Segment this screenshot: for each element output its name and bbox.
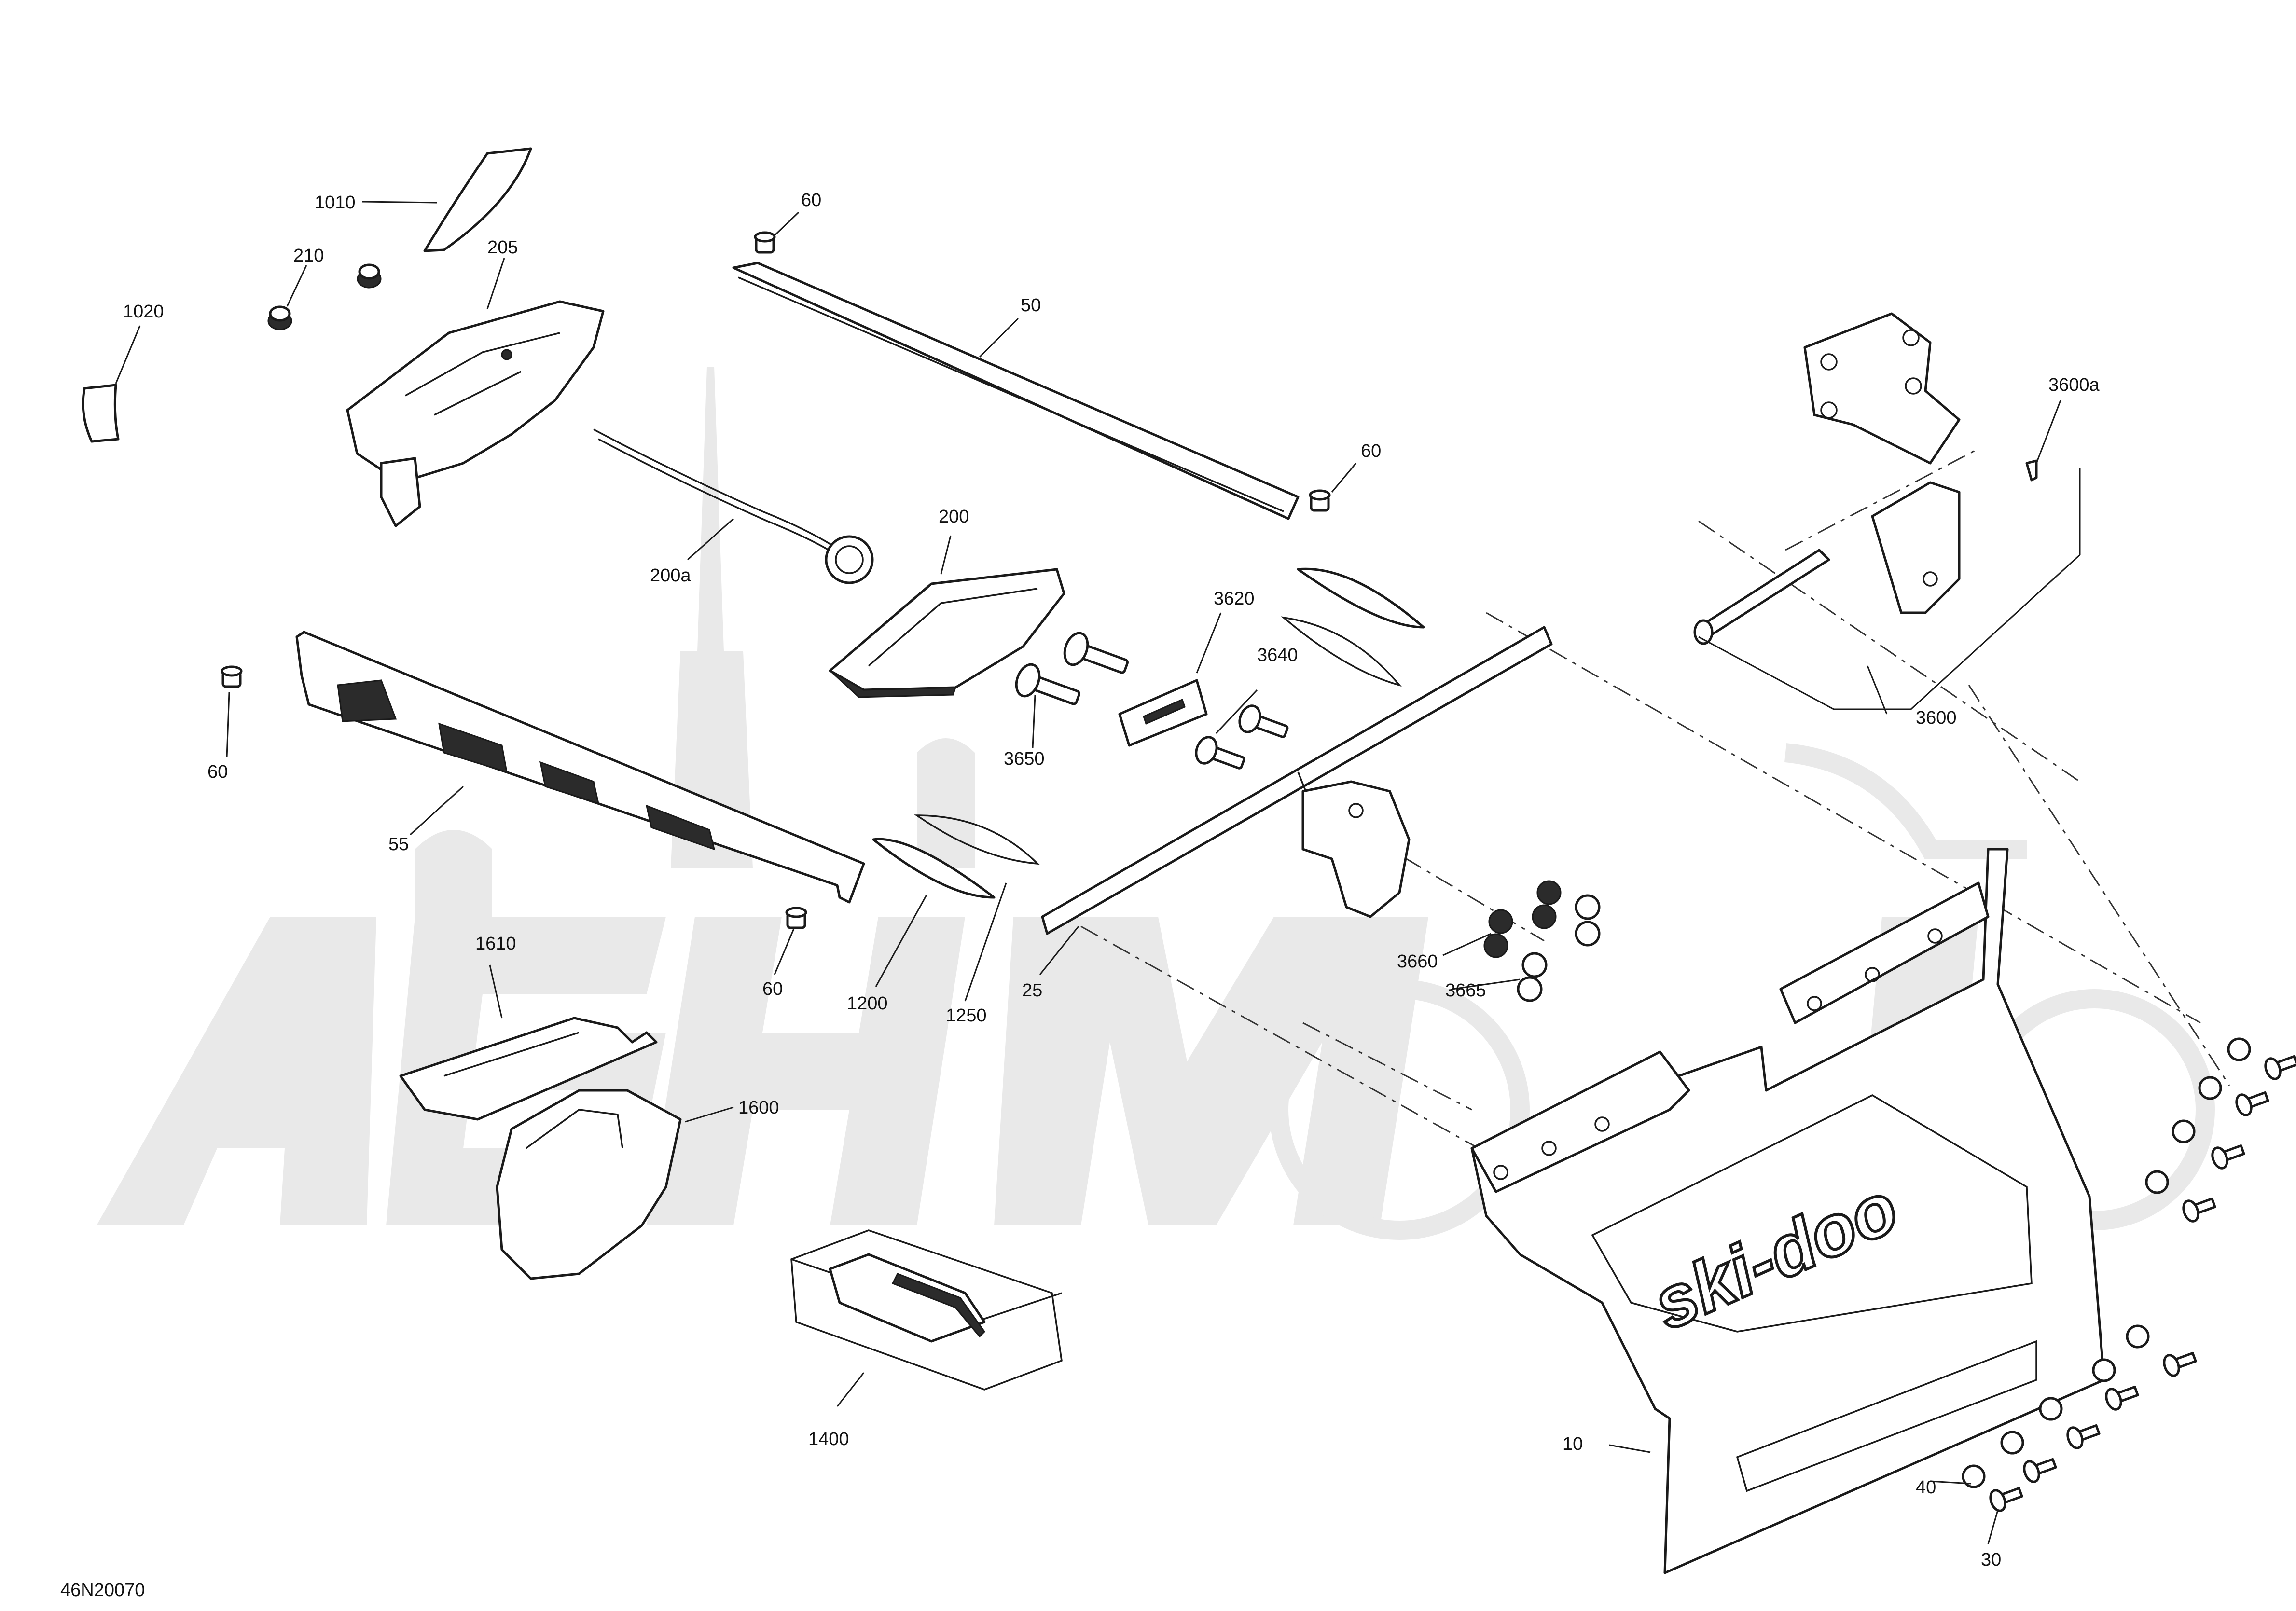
callout-10: 10 <box>1563 1434 1583 1454</box>
callout-labels: 1010 1020 210 205 60 50 60 200 200a 3600… <box>60 190 2100 1600</box>
part-3665-caps <box>1517 894 1601 1002</box>
callout-1010: 1010 <box>315 193 356 213</box>
part-3650-bolts <box>1015 632 1129 705</box>
callout-3600: 3600 <box>1916 708 1957 728</box>
part-10-rear-panel: ski-doo <box>1470 848 2105 1574</box>
part-1250-lens <box>914 814 1040 865</box>
diagram-code: 46N20070 <box>60 1580 145 1600</box>
screw-60-bottom <box>785 907 807 929</box>
callout-60-left: 60 <box>207 762 228 782</box>
callout-40: 40 <box>1916 1477 1936 1498</box>
part-1400-tool-kit <box>790 1229 1063 1391</box>
callout-55: 55 <box>388 834 409 854</box>
callout-30: 30 <box>1981 1550 2001 1570</box>
callout-50: 50 <box>1021 295 1041 316</box>
part-200-light-housing <box>829 568 1065 698</box>
part-55-side-panel <box>295 631 865 904</box>
part-3620-clip-plate <box>1118 679 1208 747</box>
callout-1400: 1400 <box>808 1429 849 1449</box>
part-210-grommets <box>267 263 382 330</box>
callout-60-bottom: 60 <box>762 979 783 999</box>
callout-3620: 3620 <box>1214 589 1255 609</box>
callout-3600a: 3600a <box>2048 375 2100 395</box>
part-3600-hinge-assembly <box>1693 312 2038 645</box>
callout-3640: 3640 <box>1257 645 1298 665</box>
lens-upper <box>1281 567 1425 687</box>
part-200a-wiring <box>593 428 874 584</box>
screw-60-right <box>1309 489 1331 512</box>
callout-1020: 1020 <box>123 302 164 322</box>
callout-1250: 1250 <box>946 1005 987 1026</box>
callout-1610: 1610 <box>475 934 516 954</box>
callout-210: 210 <box>293 246 324 266</box>
callout-200: 200 <box>939 507 969 527</box>
screw-60-top <box>754 231 776 254</box>
part-40-washers <box>1962 1037 2251 1488</box>
part-3640-bolts <box>1195 704 1289 770</box>
callout-1600: 1600 <box>738 1098 779 1118</box>
part-50-trim-strip <box>732 262 1300 520</box>
leader-lines <box>115 201 2081 1544</box>
callout-60-top: 60 <box>801 190 821 210</box>
callout-3660: 3660 <box>1397 951 1438 972</box>
callout-1200: 1200 <box>847 993 888 1014</box>
callout-60-right: 60 <box>1361 441 1381 461</box>
part-60-screws <box>221 231 1331 929</box>
part-1200-lens <box>872 838 996 899</box>
callout-200a: 200a <box>650 565 691 586</box>
part-25-rail-bar <box>1041 626 1553 935</box>
callout-3650: 3650 <box>1004 749 1045 769</box>
part-1020-decal <box>82 384 120 443</box>
callout-3665: 3665 <box>1445 980 1486 1001</box>
screw-60-left <box>221 665 243 688</box>
part-1600-bag <box>496 1089 682 1280</box>
part-3660-nuts <box>1483 880 1562 958</box>
callout-25: 25 <box>1022 980 1042 1001</box>
part-30-screws <box>1989 1055 2296 1512</box>
part-205-housing <box>346 300 605 527</box>
part-1010-decal <box>423 147 532 252</box>
part-1610-strap <box>399 1017 658 1121</box>
callout-205: 205 <box>487 237 518 258</box>
hinge-bracket-middle <box>1301 780 1411 918</box>
